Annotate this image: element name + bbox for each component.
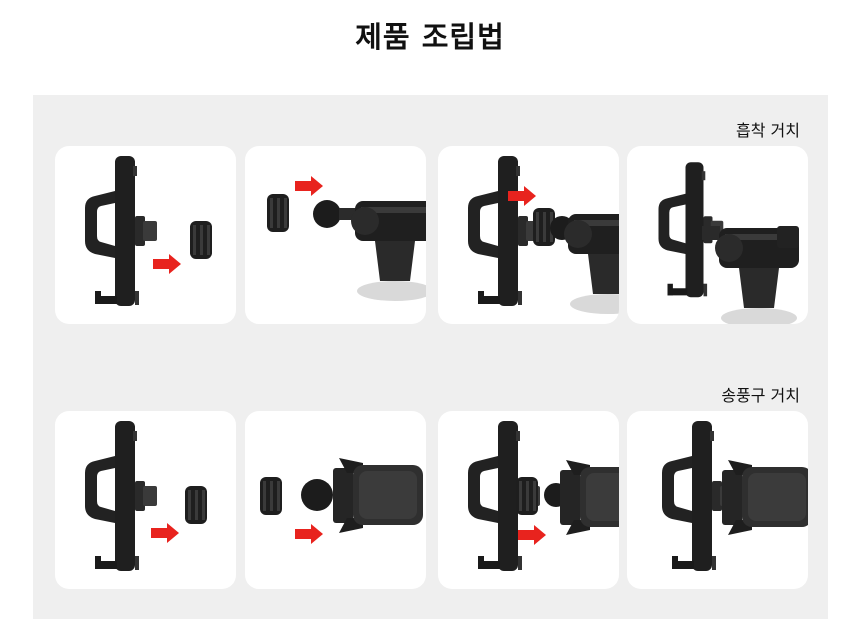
assembly-panel: 흡착 거치 송 xyxy=(33,95,828,619)
vent-clip-icon xyxy=(468,421,619,571)
ball-joint-icon xyxy=(267,176,426,301)
section-label-vent: 송풍구 거치 xyxy=(721,386,800,405)
section-label-suction: 흡착 거치 xyxy=(736,121,800,140)
step-card xyxy=(627,146,808,324)
step-card xyxy=(627,411,808,589)
step-card xyxy=(438,146,619,324)
red-arrow-icon xyxy=(151,523,179,543)
phone-holder-icon xyxy=(85,421,207,571)
step-card xyxy=(55,411,236,589)
vent-clip-icon xyxy=(260,458,423,544)
step-card xyxy=(245,411,426,589)
phone-holder-icon xyxy=(85,156,212,306)
red-arrow-icon xyxy=(153,254,181,274)
red-arrow-icon xyxy=(295,176,323,196)
red-arrow-icon xyxy=(518,525,546,545)
suction-mount-icon xyxy=(468,156,619,314)
red-arrow-icon xyxy=(295,524,323,544)
page-title: 제품 조립법 xyxy=(355,20,505,54)
suction-mount-icon xyxy=(658,162,799,324)
vent-clip-icon xyxy=(662,421,808,571)
step-card xyxy=(245,146,426,324)
step-card xyxy=(55,146,236,324)
step-card xyxy=(438,411,619,589)
